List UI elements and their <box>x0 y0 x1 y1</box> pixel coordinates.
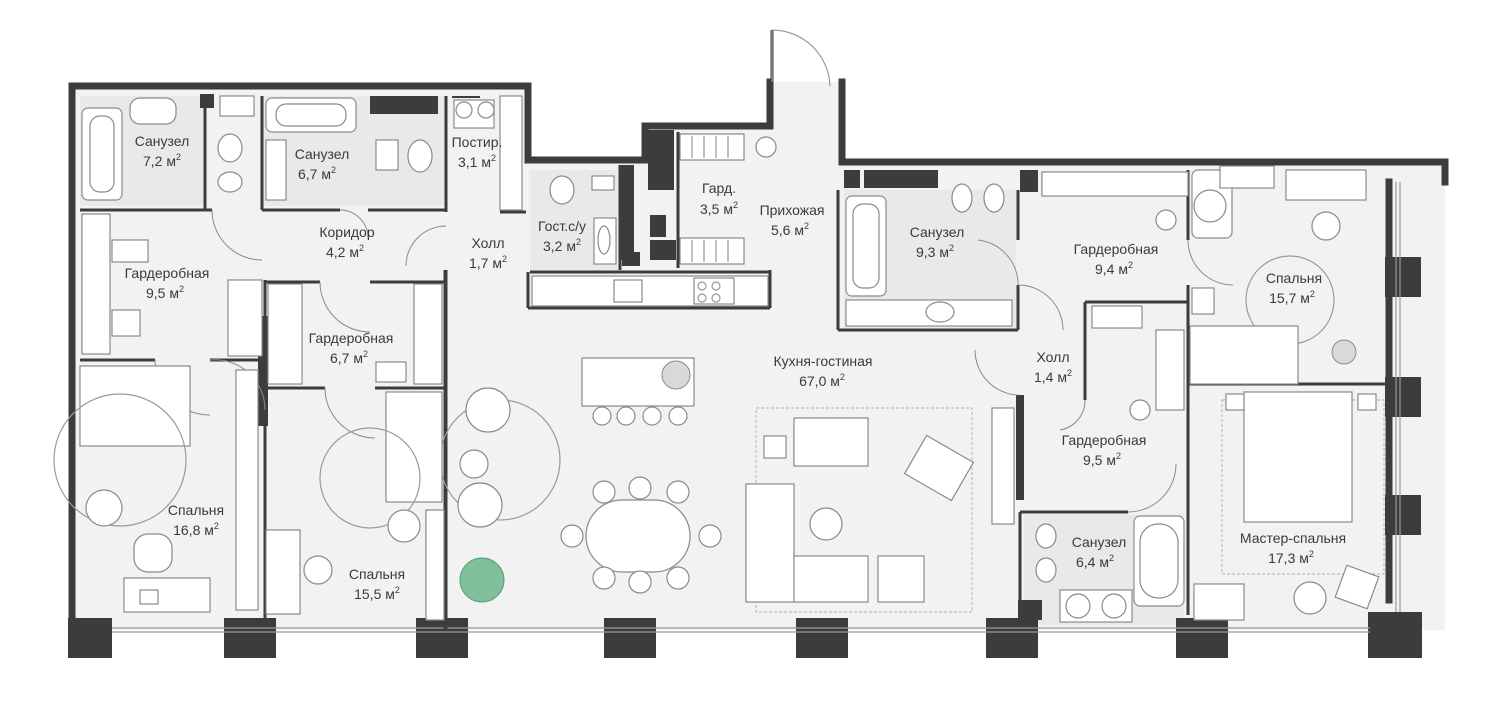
room-label-sanuzel-3: Санузел 9,3 м2 <box>910 224 965 260</box>
svg-text:3,5 м2: 3,5 м2 <box>700 200 738 217</box>
svg-text:15,7 м2: 15,7 м2 <box>1269 289 1315 306</box>
svg-text:Постир.: Постир. <box>452 134 503 150</box>
svg-text:16,8 м2: 16,8 м2 <box>173 521 219 538</box>
room-label-garderobnaya-4: Гардеробная 9,5 м2 <box>1062 432 1147 468</box>
interior-walls <box>80 96 1390 630</box>
svg-text:7,2 м2: 7,2 м2 <box>143 152 181 169</box>
svg-text:6,4 м2: 6,4 м2 <box>1076 553 1114 570</box>
svg-text:Гард.: Гард. <box>702 180 736 196</box>
room-label-master: Мастер-спальня 17,3 м2 <box>1240 530 1346 566</box>
svg-text:Холл: Холл <box>1037 349 1070 365</box>
outer-walls <box>68 78 1449 658</box>
svg-text:4,2 м2: 4,2 м2 <box>326 243 364 260</box>
svg-text:9,5 м2: 9,5 м2 <box>146 284 184 301</box>
room-label-gard: Гард. 3,5 м2 <box>700 180 738 217</box>
svg-text:Гардеробная: Гардеробная <box>309 330 394 346</box>
plant-icon <box>459 557 505 603</box>
svg-text:17,3 м2: 17,3 м2 <box>1268 549 1314 566</box>
door-swings <box>154 209 1234 513</box>
svg-text:Коридор: Коридор <box>319 224 375 240</box>
svg-text:9,3 м2: 9,3 м2 <box>916 243 954 260</box>
entrance-door <box>770 29 831 87</box>
room-label-garderobnaya-3: Гардеробная 9,4 м2 <box>1074 241 1159 277</box>
svg-text:Гардеробная: Гардеробная <box>1074 241 1159 257</box>
svg-text:Прихожая: Прихожая <box>760 202 825 218</box>
furniture <box>53 95 1385 623</box>
svg-text:9,5 м2: 9,5 м2 <box>1083 451 1121 468</box>
room-label-garderobnaya-1: Гардеробная 9,5 м2 <box>125 265 210 301</box>
svg-text:3,2 м2: 3,2 м2 <box>543 237 581 254</box>
svg-text:Кухня-гостиная: Кухня-гостиная <box>773 353 872 369</box>
svg-text:1,7 м2: 1,7 м2 <box>469 254 507 271</box>
svg-text:Мастер-спальня: Мастер-спальня <box>1240 530 1346 546</box>
room-label-sanuzel-1: Санузел 7,2 м2 <box>135 133 190 169</box>
svg-text:6,7 м2: 6,7 м2 <box>330 349 368 366</box>
svg-text:Гардеробная: Гардеробная <box>1062 432 1147 448</box>
svg-text:Санузел: Санузел <box>295 146 350 162</box>
room-label-holl-2: Холл 1,4 м2 <box>1034 349 1072 385</box>
room-label-spalnya-3: Спальня 15,5 м2 <box>349 566 405 602</box>
svg-text:Санузел: Санузел <box>135 133 190 149</box>
svg-text:Холл: Холл <box>472 235 505 251</box>
room-label-spalnya-2: Спальня 16,8 м2 <box>168 502 224 538</box>
svg-text:Спальня: Спальня <box>1266 270 1322 286</box>
room-label-garderobnaya-2: Гардеробная 6,7 м2 <box>309 330 394 366</box>
room-label-sanuzel-4: Санузел 6,4 м2 <box>1072 534 1127 570</box>
room-label-prihozhaya: Прихожая 5,6 м2 <box>760 202 825 238</box>
room-label-sanuzel-2: Санузел 6,7 м2 <box>295 146 350 182</box>
room-label-holl-1: Холл 1,7 м2 <box>469 235 507 271</box>
svg-text:Спальня: Спальня <box>168 502 224 518</box>
room-labels: Санузел 7,2 м2 Санузел 6,7 м2 Постир. 3,… <box>125 133 1346 602</box>
wall-pieces <box>200 94 1042 620</box>
svg-text:Санузел: Санузел <box>1072 534 1127 550</box>
svg-text:Гост.с/у: Гост.с/у <box>538 218 586 234</box>
svg-text:Спальня: Спальня <box>349 566 405 582</box>
svg-text:Санузел: Санузел <box>910 224 965 240</box>
svg-text:9,4 м2: 9,4 м2 <box>1095 260 1133 277</box>
svg-text:67,0 м2: 67,0 м2 <box>799 372 845 389</box>
room-label-koridor: Коридор 4,2 м2 <box>319 224 375 260</box>
svg-text:15,5 м2: 15,5 м2 <box>354 585 400 602</box>
room-label-spalnya-1: Спальня 15,7 м2 <box>1266 270 1322 306</box>
svg-text:5,6 м2: 5,6 м2 <box>771 221 809 238</box>
svg-text:3,1 м2: 3,1 м2 <box>458 153 496 170</box>
svg-text:Гардеробная: Гардеробная <box>125 265 210 281</box>
room-label-kuhnya: Кухня-гостиная 67,0 м2 <box>773 353 872 389</box>
svg-text:1,4 м2: 1,4 м2 <box>1034 368 1072 385</box>
room-label-gost: Гост.с/у 3,2 м2 <box>538 218 586 254</box>
room-label-postir: Постир. 3,1 м2 <box>452 134 503 170</box>
svg-text:6,7 м2: 6,7 м2 <box>298 165 336 182</box>
